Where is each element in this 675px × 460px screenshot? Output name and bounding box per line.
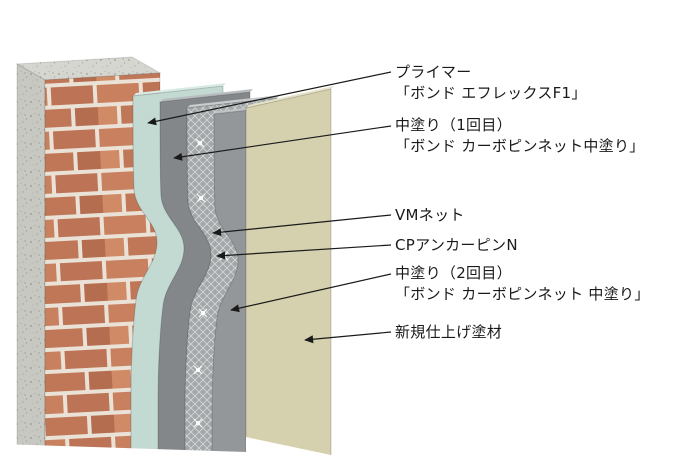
anchor-pin-icon xyxy=(195,138,205,148)
anchor-pin-icon xyxy=(193,365,203,375)
leader-line-cp-anchor-pin xyxy=(216,244,392,260)
label-primer-line2: 「ボンド エフレックスF1」 xyxy=(395,84,587,102)
label-middle-coat-1: 中塗り（1回目） 「ボンド カーボピンネット中塗り」 xyxy=(395,115,645,157)
label-cp-anchor-pin: CPアンカーピンN xyxy=(395,235,518,256)
anchor-pin-icon xyxy=(196,193,206,203)
label-new-finish-line1: 新規仕上げ塗材 xyxy=(395,323,503,341)
primer-top-edge xyxy=(133,83,226,96)
label-middle-coat-2: 中塗り（2回目） 「ボンド カーボピンネット 中塗り」 xyxy=(395,263,650,305)
concrete-side-shade xyxy=(17,64,45,452)
coating-sheets xyxy=(130,83,334,460)
anchor-pin-icon xyxy=(198,308,208,318)
leader-line-middle-coat-1 xyxy=(173,125,392,161)
leader-line-primer xyxy=(147,71,392,126)
label-primer-line1: プライマー xyxy=(395,63,472,81)
middle-coat-1-top-edge xyxy=(160,89,253,102)
finish-top-edge xyxy=(246,86,334,108)
label-middle-coat-2-line1: 中塗り（2回目） xyxy=(395,264,512,282)
leader-line-new-finish xyxy=(304,331,392,344)
layer-new-finish xyxy=(245,88,332,459)
bottom-trim xyxy=(0,437,675,460)
label-vm-net-line1: VMネット xyxy=(395,206,465,224)
label-primer: プライマー 「ボンド エフレックスF1」 xyxy=(395,62,587,104)
leader-line-middle-coat-2 xyxy=(230,273,392,313)
anchor-pin-icon xyxy=(193,418,203,428)
vm-net-top-edge xyxy=(187,95,280,108)
label-new-finish: 新規仕上げ塗材 xyxy=(395,322,502,343)
label-middle-coat-1-line2: 「ボンド カーボピンネット中塗り」 xyxy=(395,137,645,155)
label-vm-net: VMネット xyxy=(395,205,465,226)
leader-line-vm-net xyxy=(212,214,392,237)
leader-lines xyxy=(147,71,392,344)
anchor-pins xyxy=(193,138,229,428)
label-middle-coat-1-line1: 中塗り（1回目） xyxy=(395,116,512,134)
label-cp-anchor-pin-line1: CPアンカーピンN xyxy=(395,236,518,254)
label-middle-coat-2-line2: 「ボンド カーボピンネット 中塗り」 xyxy=(395,285,650,303)
